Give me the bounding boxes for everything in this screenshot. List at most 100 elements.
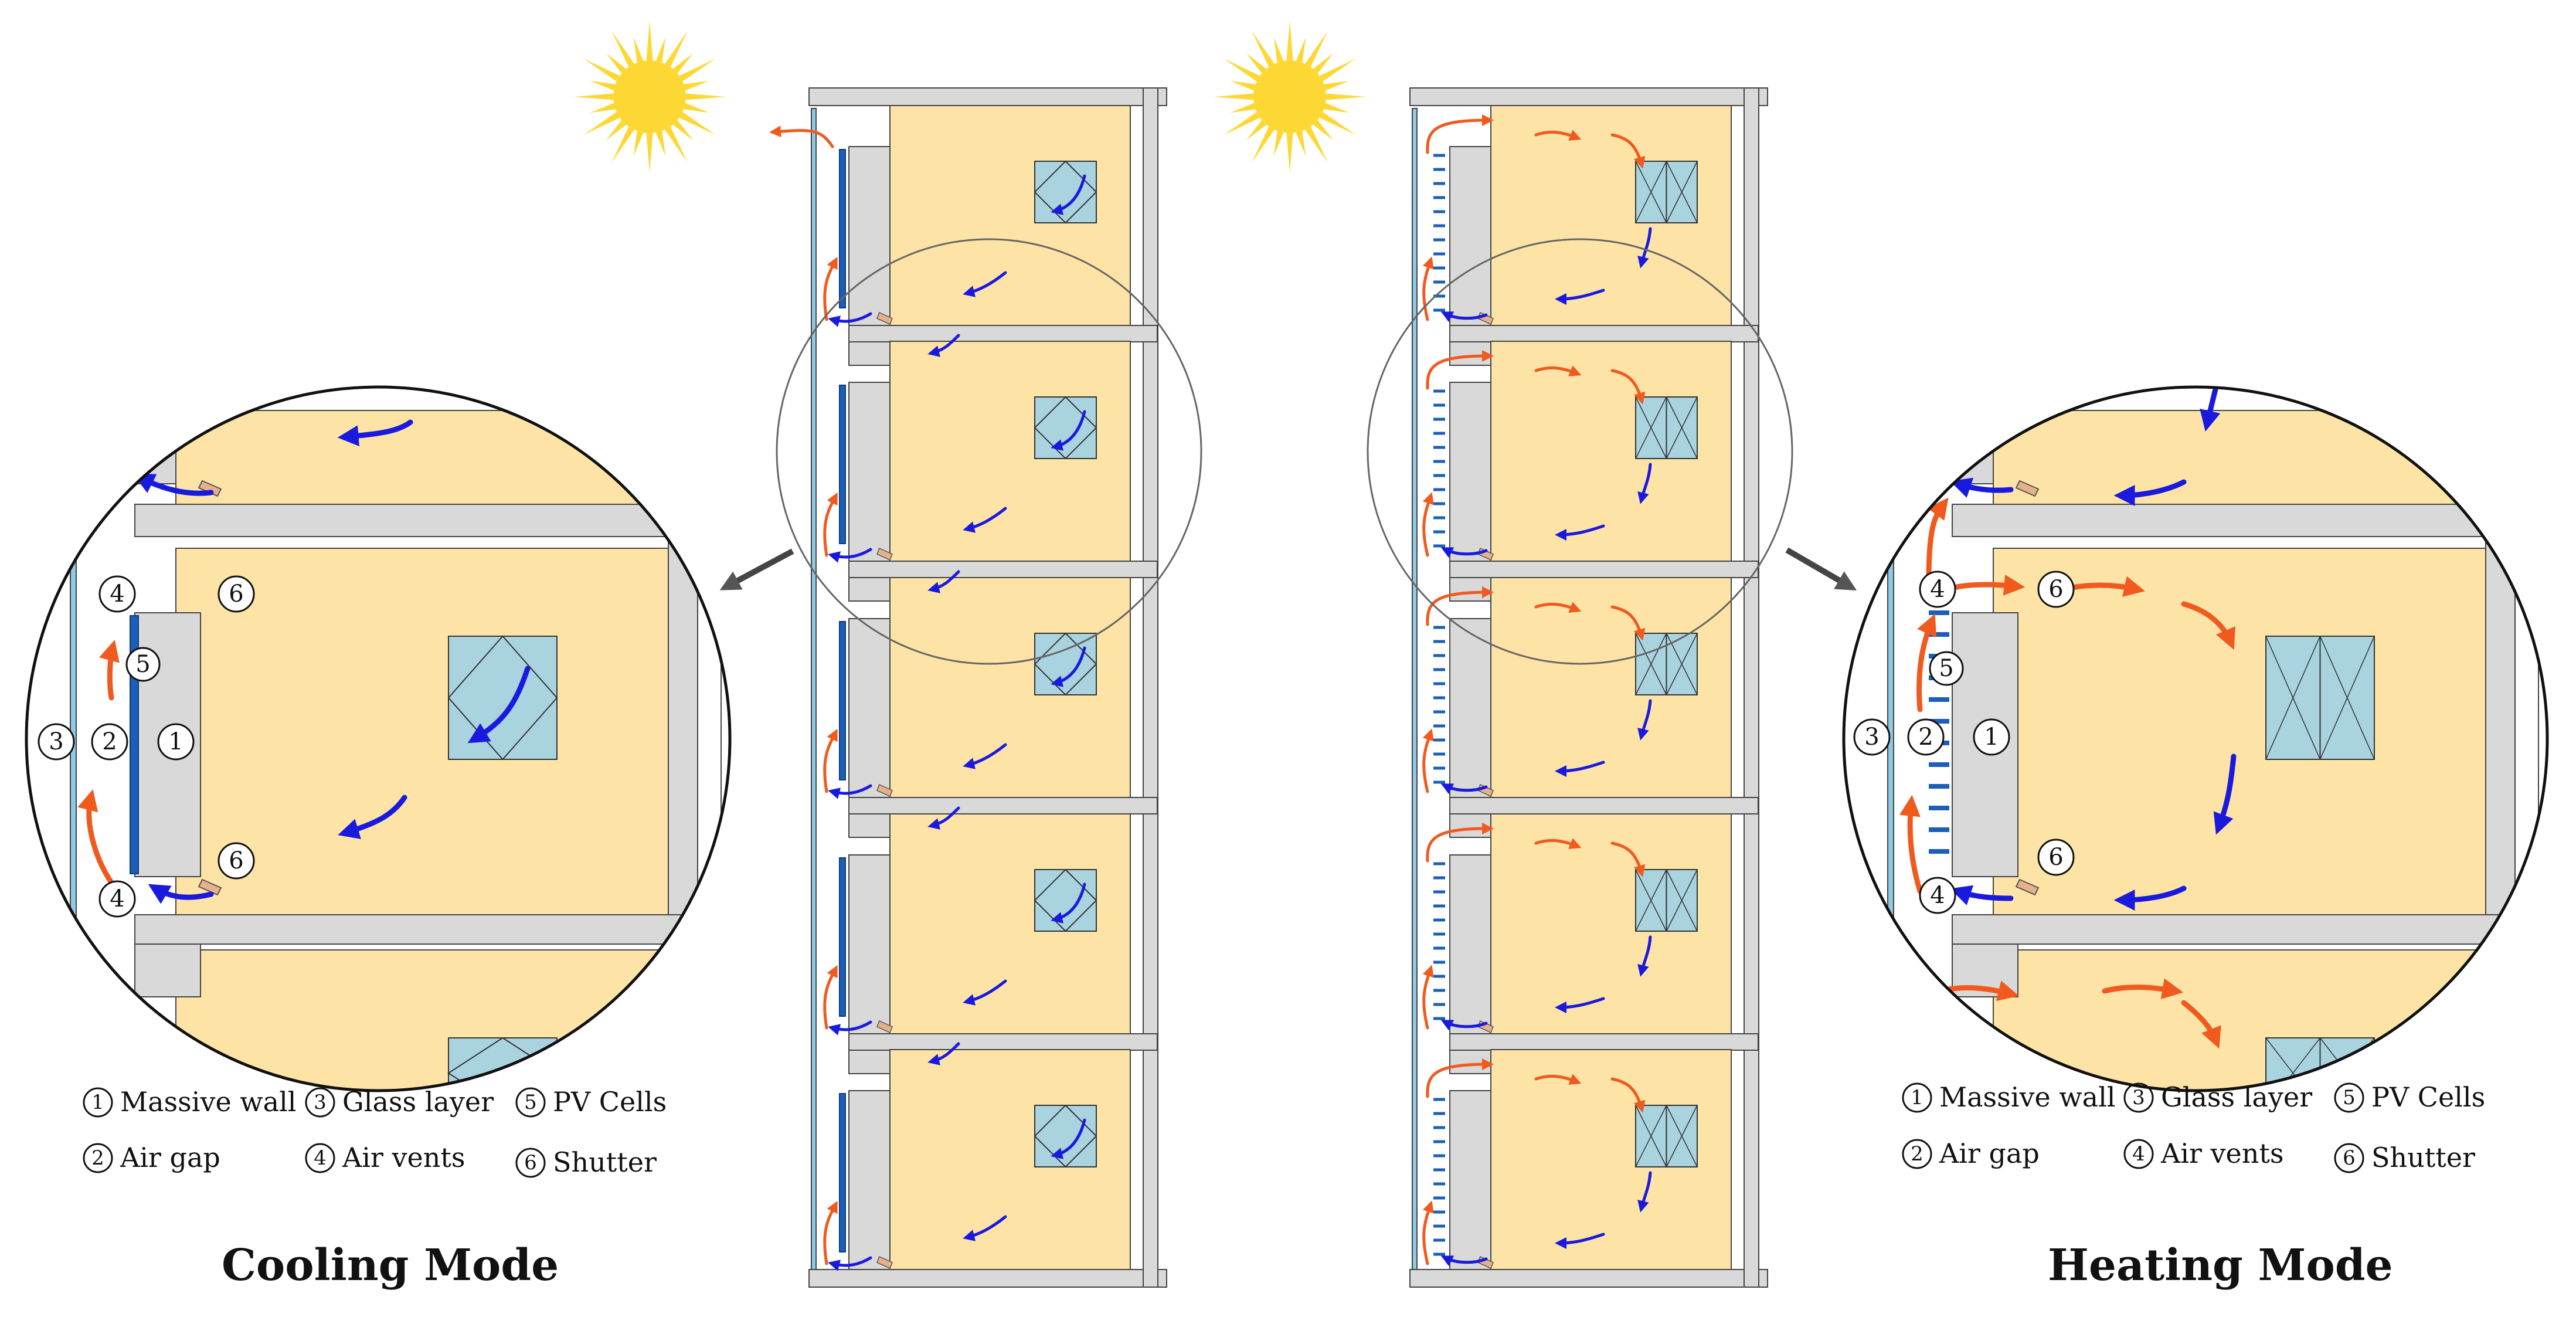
marker-1: 1 [168, 728, 183, 755]
title-heating: Heating Mode [2048, 1240, 2393, 1291]
warm-air-arrow [1422, 728, 1434, 793]
window [1034, 868, 1097, 932]
warm-air-arrow [1426, 114, 1494, 154]
floor-1 [1422, 105, 1759, 366]
warm-air-arrow [1534, 1074, 1582, 1085]
shutter [876, 1255, 893, 1270]
floor-slab [1449, 1033, 1759, 1051]
cool-air-arrow [2213, 753, 2237, 835]
massive-wall [1449, 382, 1491, 562]
wall-upper [134, 410, 176, 484]
cool-air-arrow [927, 806, 960, 830]
cool-air-arrow [1051, 410, 1086, 451]
slab-edge [848, 1050, 891, 1074]
shutter [2015, 480, 2040, 497]
shutter [198, 480, 222, 497]
warm-air-arrow [1610, 133, 1646, 169]
svg-text:Air gap: Air gap [1939, 1138, 2040, 1169]
svg-text:Massive wall: Massive wall [120, 1086, 297, 1118]
warm-air-arrow [1899, 795, 1923, 894]
shutter [198, 878, 222, 896]
shutter [2015, 878, 2040, 896]
warm-air-arrow [1916, 613, 1937, 712]
svg-text:Air gap: Air gap [120, 1142, 220, 1173]
window [1034, 632, 1097, 696]
warm-air-arrow [1422, 256, 1434, 321]
warm-air-arrow [1534, 602, 1582, 613]
cool-air-arrow [2200, 387, 2221, 432]
glass-layer [811, 108, 817, 1270]
cool-air-arrow [1637, 699, 1652, 741]
cool-air-arrow [828, 548, 872, 563]
cool-air-arrow [1440, 1020, 1488, 1031]
cool-air-arrow [337, 419, 413, 447]
cool-air-arrow [1637, 463, 1652, 504]
warm-air-arrow [1534, 130, 1582, 141]
title-cooling: Cooling Mode [222, 1240, 559, 1291]
window [1635, 396, 1698, 459]
pv-cells [839, 1093, 846, 1252]
cool-air-arrow [828, 1256, 872, 1271]
warm-air-arrow [1426, 586, 1494, 626]
floor-slab [1449, 325, 1759, 342]
warm-air-arrow [1610, 369, 1646, 405]
slab-edge [848, 813, 891, 838]
marker-2: 2 [1918, 724, 1933, 751]
floor-slab [848, 325, 1158, 342]
pv-cells [839, 621, 846, 780]
cool-air-arrow [963, 1215, 1007, 1241]
cool-air-arrow [1950, 477, 2014, 498]
floor-slab [1449, 561, 1759, 578]
warm-air-arrow [2181, 1000, 2221, 1049]
glass-layer [1412, 108, 1418, 1270]
svg-text:Shutter: Shutter [2371, 1142, 2475, 1173]
floor-slab [848, 1033, 1158, 1051]
window [1034, 1104, 1097, 1168]
svg-text:Air vents: Air vents [342, 1142, 465, 1173]
marker-3: 3 [49, 728, 63, 755]
floor-slab [1449, 797, 1759, 814]
svg-text:1: 1 [1911, 1086, 1923, 1109]
window [1034, 396, 1097, 460]
floor-slab [848, 561, 1158, 578]
cool-air-arrow [1637, 227, 1652, 269]
warm-air-arrow [1534, 365, 1582, 376]
floor-slab [848, 797, 1158, 814]
svg-text:PV Cells: PV Cells [553, 1086, 667, 1118]
window [1635, 869, 1698, 932]
cool-air-arrow [2113, 885, 2187, 911]
window [1635, 633, 1698, 695]
slab-upper [134, 504, 687, 537]
window [2265, 636, 2375, 760]
warm-air-arrow [2102, 978, 2184, 1000]
cool-air-arrow [467, 666, 531, 744]
window [447, 635, 558, 761]
marker-4b: 4 [110, 885, 124, 912]
cool-air-arrow [828, 312, 872, 327]
slab-edge [848, 341, 891, 366]
warm-air-arrow [1422, 1200, 1434, 1265]
marker-5: 5 [1939, 655, 1953, 682]
floor-3 [1422, 577, 1759, 838]
slab-edge [1449, 341, 1491, 366]
cool-air-arrow [828, 784, 872, 799]
cool-air-arrow [927, 334, 960, 357]
warm-air-arrow [1426, 823, 1494, 863]
slab-edge [848, 577, 891, 602]
warm-air-arrow [77, 789, 114, 885]
sun-icon-left [573, 21, 726, 173]
slab-lower [1952, 914, 2504, 945]
svg-text:4: 4 [314, 1146, 327, 1170]
floor-3 [823, 570, 1158, 838]
pv-cells [839, 857, 846, 1017]
cool-air-arrow [2113, 479, 2187, 506]
cool-air-arrow [1051, 174, 1086, 215]
massive-wall [1449, 618, 1491, 798]
cool-air-arrow [963, 743, 1007, 769]
slab-edge [1449, 813, 1491, 838]
